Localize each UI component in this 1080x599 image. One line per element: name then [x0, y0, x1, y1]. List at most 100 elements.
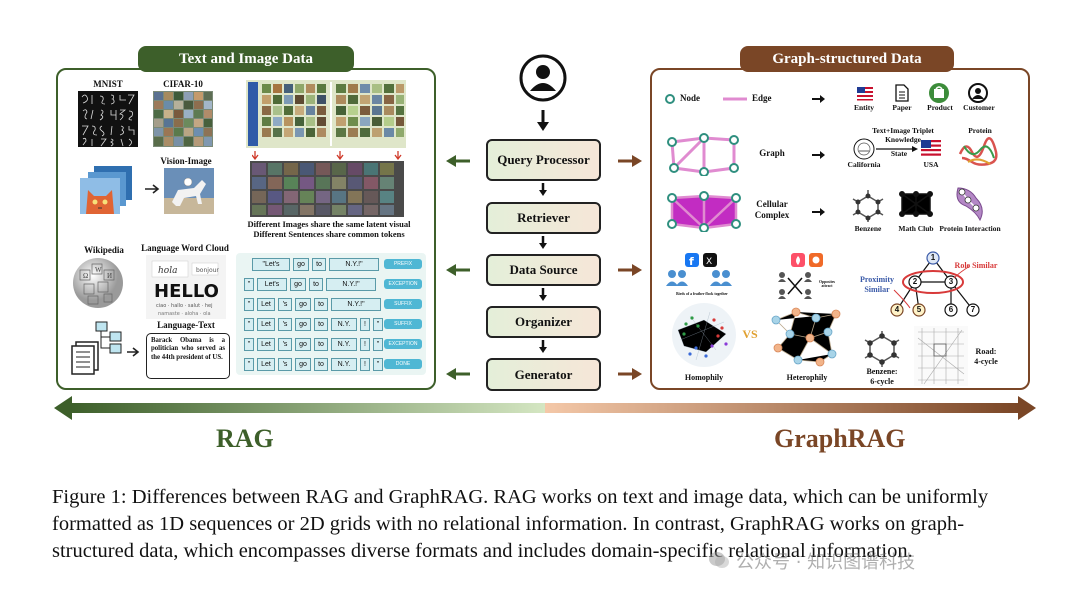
token-cell: go — [295, 318, 311, 331]
benzene-6-cycle-icon — [864, 331, 900, 367]
svg-text:namaste · aloha · ola: namaste · aloha · ola — [158, 311, 211, 317]
graph-illustration — [667, 133, 739, 176]
tree-node-1: 1 — [930, 253, 936, 262]
token-cell: 's — [278, 338, 292, 351]
token-cell: 's — [278, 318, 292, 331]
road-label-2: 4-cycle — [974, 357, 998, 366]
mnist-grid-image — [78, 91, 138, 147]
protein-label: Protein — [968, 126, 992, 135]
token-cell: ! — [360, 358, 370, 371]
usa-label: USA — [923, 160, 939, 169]
cifar-label: CIFAR-10 — [163, 79, 203, 89]
heterophily-label: Heterophily — [786, 373, 828, 382]
token-cell: Let — [257, 358, 275, 371]
product-label: Product — [927, 103, 953, 112]
rag-label: RAG — [216, 424, 274, 453]
svg-text:f: f — [689, 255, 694, 268]
california-seal-icon — [853, 138, 875, 160]
edge-label: Edge — [752, 93, 772, 103]
token-cell: go — [295, 358, 311, 371]
token-cell: ! — [360, 338, 370, 351]
protein-interaction-label: Protein Interaction — [939, 224, 1001, 233]
proximity-label-1: Proximity — [859, 275, 895, 284]
token-rule-tag: EXCEPTION — [384, 339, 422, 349]
arrow-right-icon — [145, 184, 160, 194]
people-groups-icon — [666, 270, 732, 286]
vision-image-label: Vision-Image — [160, 156, 212, 166]
road-network-image — [914, 326, 968, 386]
astronaut-horse-image — [164, 168, 214, 214]
token-cell: 's — [278, 358, 292, 371]
token-rule-tag: EXCEPTION — [384, 279, 422, 289]
arrow-right-brown-icon — [618, 368, 642, 380]
token-cell: N.Y. — [331, 318, 357, 331]
tree-node-7: 7 — [970, 305, 976, 314]
benzene-label: Benzene — [854, 224, 882, 233]
benzene-molecule-icon — [852, 190, 884, 222]
token-cell: " — [373, 318, 383, 331]
token-cell: ! — [360, 318, 370, 331]
token-cell: " — [244, 298, 254, 311]
arrow-down-icon — [539, 236, 547, 249]
heterophily-network-image — [771, 307, 841, 367]
arrow-right-icon — [812, 95, 825, 103]
arrow-left-green-icon — [446, 155, 470, 167]
token-cell: " — [244, 278, 254, 291]
us-flag-icon — [857, 85, 873, 101]
arrow-left-green-icon — [446, 264, 470, 276]
protein-interaction-icon — [956, 187, 983, 222]
svg-text:HELLO: HELLO — [154, 281, 219, 302]
arrow-right-brown-icon — [618, 155, 642, 167]
customer-icon — [968, 83, 988, 103]
token-cell: N.Y.!" — [329, 258, 379, 271]
paper-icon — [895, 84, 909, 102]
road-label-1: Road: — [975, 347, 997, 356]
figure-caption: Figure 1: Differences between RAG and Gr… — [52, 486, 989, 562]
arrow-right-icon — [812, 151, 825, 159]
role-similar-tree — [890, 251, 980, 317]
token-cell: N.Y.!" — [331, 298, 381, 311]
arrow-down-icon — [539, 288, 547, 301]
cifar-grid-image — [153, 91, 213, 147]
token-cell: N.Y.!" — [326, 278, 376, 291]
svg-text:X: X — [706, 257, 712, 267]
tree-node-2: 2 — [912, 277, 918, 286]
wikipedia-label: Wikipedia — [84, 245, 124, 255]
svg-text:W: W — [95, 266, 102, 274]
svg-text:hola: hola — [158, 266, 177, 276]
latent-filters-grid — [250, 161, 404, 217]
token-cell: "Let's — [252, 258, 290, 271]
token-cell: to — [314, 298, 328, 311]
graph-structured-data-title: Graph-structured Data — [740, 46, 954, 72]
retriever-box: Retriever — [486, 202, 601, 234]
cellular-label-2: Complex — [754, 210, 790, 220]
svg-text:ciao · hallo · salut · hej: ciao · hallo · salut · hej — [156, 303, 212, 309]
social-media-icons: f X — [685, 253, 717, 268]
token-cell: " — [244, 358, 254, 371]
paper-label: Paper — [892, 103, 912, 112]
svg-text:Ω: Ω — [83, 272, 88, 280]
text-image-data-title: Text and Image Data — [138, 46, 354, 72]
token-cell: to — [314, 338, 328, 351]
token-rule-tag: DONE — [384, 359, 422, 369]
image-patches-grid — [246, 80, 406, 148]
token-rule-tag: SUFFIX — [384, 319, 422, 329]
product-icon — [929, 83, 949, 103]
token-cell: Let — [257, 338, 275, 351]
rag-graphrag-spectrum-arrow — [54, 396, 1036, 420]
token-cell: go — [290, 278, 306, 291]
token-cell: Let's — [257, 278, 287, 291]
homophily-label: Homophily — [684, 373, 724, 382]
math-club-graph-icon — [899, 191, 933, 217]
state-label: State — [890, 149, 908, 158]
token-cell: go — [293, 258, 309, 271]
token-cell: 's — [278, 298, 292, 311]
token-cell: to — [314, 358, 328, 371]
latent-caption-2: Different Sentences share common tokens — [253, 229, 405, 239]
wechat-logo-icon — [709, 552, 729, 568]
down-arrows-red — [252, 151, 402, 160]
token-cell: " — [373, 338, 383, 351]
cat-image-stack — [80, 166, 132, 214]
benzene-6-cycle-label-1: Benzene: — [866, 367, 898, 376]
node-label: Node — [680, 93, 700, 103]
